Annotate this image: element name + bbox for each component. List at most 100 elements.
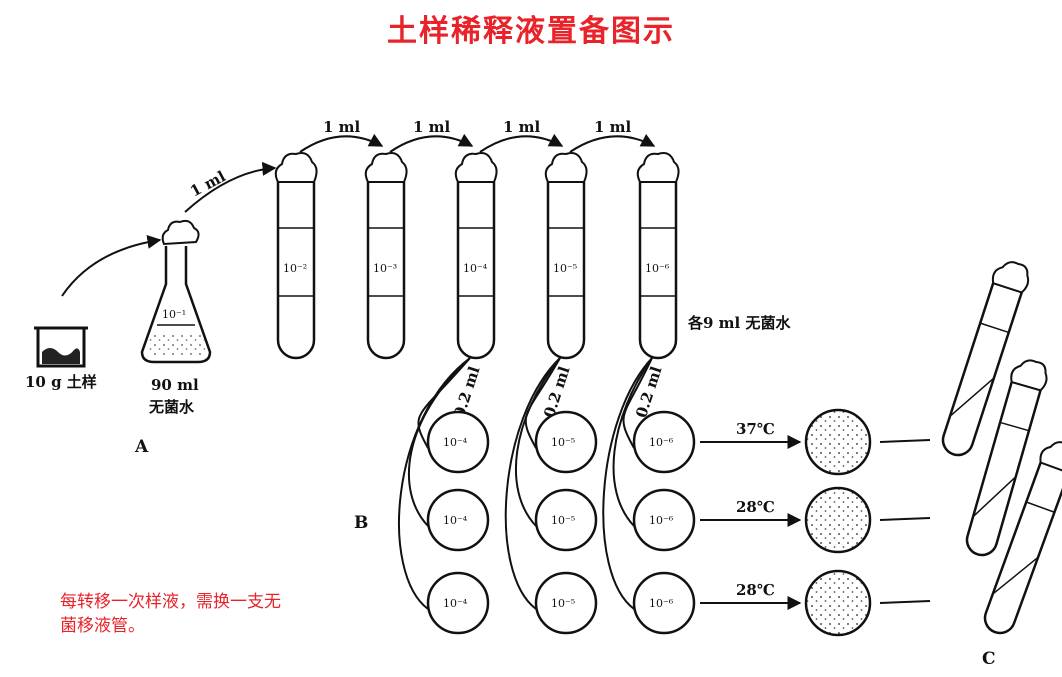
petri-plate bbox=[426, 410, 490, 474]
transfer-label: 1 ml bbox=[503, 118, 541, 136]
petri-plate bbox=[426, 571, 490, 635]
plate-dilution-label: 10⁻⁶ bbox=[649, 597, 674, 610]
petri-plate bbox=[426, 488, 490, 552]
transfer-label: 1 ml bbox=[323, 118, 361, 136]
plating-curve bbox=[622, 357, 653, 449]
tube-dilution-label: 10⁻² bbox=[283, 262, 307, 275]
slant-tube-outline bbox=[941, 282, 1023, 457]
cotton-plug bbox=[364, 152, 408, 183]
plating-curve bbox=[612, 357, 653, 527]
flask-transfer-label: 1 ml bbox=[187, 167, 229, 201]
plate-dilution-label: 10⁻⁶ bbox=[649, 436, 674, 449]
plating-curve bbox=[504, 357, 561, 610]
flask bbox=[140, 219, 212, 364]
connector-line bbox=[879, 517, 931, 521]
test-tube-4: 10⁻⁵ bbox=[544, 152, 588, 360]
transfer-arrow-1 bbox=[299, 133, 384, 153]
tube-outline bbox=[366, 182, 406, 360]
slant-cotton-plug bbox=[1039, 441, 1062, 474]
temperature-label: 37℃ bbox=[736, 420, 775, 438]
slant-agar-line bbox=[972, 476, 1017, 518]
petri-plate bbox=[534, 571, 598, 635]
plating-curve bbox=[417, 357, 471, 449]
plating-curve bbox=[408, 357, 471, 527]
slant-tube-2 bbox=[965, 359, 1048, 557]
cotton-plug bbox=[544, 152, 588, 183]
transfer-arrow-2 bbox=[389, 133, 474, 153]
soil-beaker bbox=[34, 326, 88, 368]
tube-outline bbox=[546, 182, 586, 360]
test-tube-3: 10⁻⁴ bbox=[454, 152, 498, 360]
temperature-label: 28℃ bbox=[736, 581, 775, 599]
transfer-arrow-4 bbox=[569, 133, 656, 153]
slant-level-line bbox=[999, 421, 1030, 432]
connector-line bbox=[879, 600, 931, 604]
tube-dilution-label: 10⁻⁶ bbox=[645, 262, 670, 275]
tube-dilution-label: 10⁻⁵ bbox=[553, 262, 577, 275]
plate-dilution-label: 10⁻⁵ bbox=[551, 514, 575, 527]
petri-plate bbox=[632, 571, 696, 635]
plating-curve bbox=[602, 357, 653, 610]
arrow-flask-to-tube bbox=[184, 161, 277, 213]
petri-plate bbox=[534, 488, 598, 552]
test-tube-1: 10⁻² bbox=[274, 152, 318, 360]
incubation-row-1: 37℃ bbox=[700, 408, 931, 476]
test-tube-5: 10⁻⁶ bbox=[636, 152, 680, 360]
section-label-b: B bbox=[354, 513, 368, 533]
flask-water-label: 无菌水 bbox=[148, 398, 195, 416]
plate-dilution-label: 10⁻⁵ bbox=[551, 436, 575, 449]
petri-plate bbox=[534, 410, 598, 474]
slant-tube-1 bbox=[941, 261, 1030, 457]
culture-plate bbox=[804, 569, 872, 637]
tube-outline bbox=[456, 182, 496, 360]
petri-plate bbox=[632, 410, 696, 474]
culture-plate bbox=[804, 486, 872, 554]
incubation-row-2: 28℃ bbox=[700, 486, 931, 554]
slant-level-line bbox=[1026, 501, 1055, 513]
plate-dilution-label: 10⁻⁴ bbox=[443, 436, 468, 449]
temperature-label: 28℃ bbox=[736, 498, 775, 516]
plating-curve bbox=[514, 357, 561, 527]
transfer-label: 1 ml bbox=[413, 118, 451, 136]
incubation-row-3: 28℃ bbox=[700, 569, 931, 637]
cotton-plug bbox=[454, 152, 498, 183]
culture-plate bbox=[804, 408, 872, 476]
slant-cotton-plug bbox=[1010, 359, 1048, 392]
arrow-soil-to-flask bbox=[61, 234, 162, 297]
flask-dilution-label: 10⁻¹ bbox=[162, 308, 186, 321]
cotton-plug bbox=[636, 152, 680, 183]
connector-line bbox=[879, 439, 931, 443]
plate-dilution-label: 10⁻⁴ bbox=[443, 597, 468, 610]
plate-dilution-label: 10⁻⁵ bbox=[551, 597, 575, 610]
slant-agar-line bbox=[949, 377, 995, 417]
transfer-label: 1 ml bbox=[594, 118, 632, 136]
slant-tube-outline bbox=[965, 381, 1042, 557]
diagram-title: 土样稀释液置备图示 bbox=[387, 14, 675, 49]
flask-volume-label: 90 ml bbox=[151, 376, 199, 394]
tube-outline bbox=[638, 182, 678, 360]
petri-plate bbox=[632, 488, 696, 552]
plate-dilution-label: 10⁻⁶ bbox=[649, 514, 674, 527]
section-label-a: A bbox=[134, 437, 149, 457]
note-text: 每转移一次样液，需换一支无菌移液管。 bbox=[60, 592, 281, 636]
test-tube-2: 10⁻³ bbox=[364, 152, 408, 360]
cotton-plug bbox=[274, 152, 318, 183]
section-label-c: C bbox=[982, 649, 996, 669]
plate-dilution-label: 10⁻⁴ bbox=[443, 514, 468, 527]
plating-curve bbox=[398, 357, 471, 610]
slant-level-line bbox=[979, 322, 1009, 334]
transfer-arrow-3 bbox=[479, 133, 564, 153]
soil-label: 10 g 土样 bbox=[25, 373, 97, 391]
slant-cotton-plug bbox=[991, 261, 1030, 294]
slant-tube-outline bbox=[983, 462, 1062, 635]
tube-water-label: 各9 ml 无菌水 bbox=[687, 314, 791, 332]
slant-agar-line bbox=[992, 556, 1039, 595]
tube-dilution-label: 10⁻³ bbox=[373, 262, 397, 275]
tube-outline bbox=[276, 182, 316, 360]
slant-tube-3 bbox=[983, 441, 1062, 635]
